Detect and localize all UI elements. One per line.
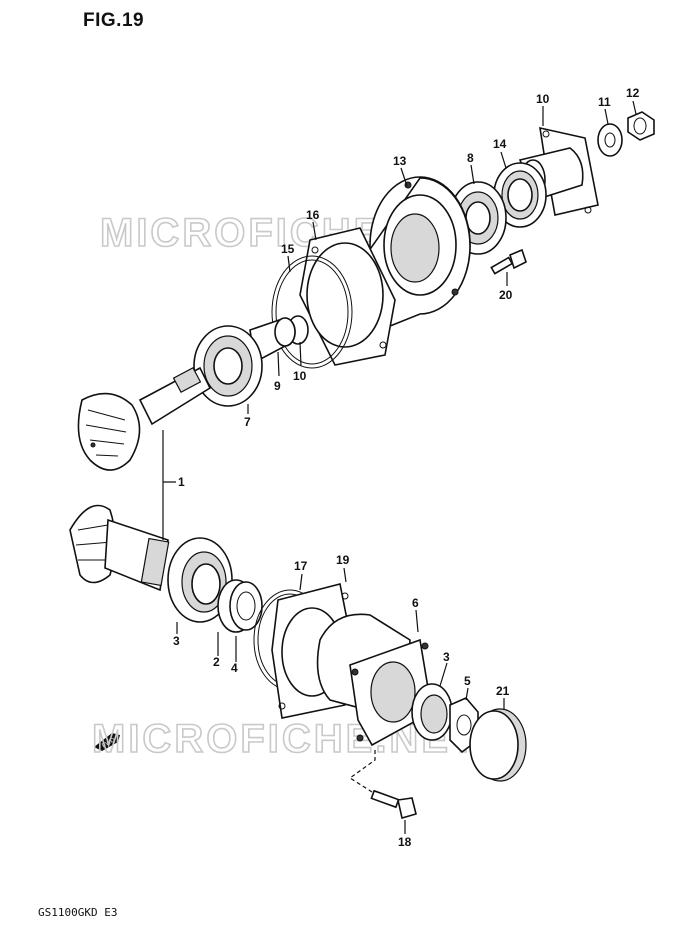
callout-14: 13 [393,154,407,168]
callout-8: 8 [467,151,474,165]
callout-10: 10 [293,369,307,383]
part-16-o-ring [271,255,353,369]
part-1-drive-pinion [77,366,212,471]
callout-3-left: 3 [173,634,180,648]
leader-lines [162,100,637,834]
callout-18: 17 [294,559,308,573]
part-13-nut [627,111,655,141]
callout-19: 18 [398,835,412,849]
callout-15: 14 [493,137,507,151]
part-3-bearing-left [167,537,233,623]
part-15-roller-bearing [493,162,547,228]
part-2-4-spacer [217,579,263,633]
model-code: GS1100GKD E3 [38,906,118,919]
callout-21: 20 [499,288,513,302]
callout-9: 9 [274,379,281,393]
callout-16: 15 [281,242,295,256]
callout-20: 19 [336,553,350,567]
figure-title: FIG.19 [83,10,145,31]
callout-4: 4 [231,661,238,675]
part-21-bolt [490,248,527,275]
callout-6: 6 [412,596,419,610]
callout-17: 16 [306,208,320,222]
callout-7: 7 [244,415,251,429]
callout-22: 21 [496,684,510,698]
callout-11: 10 [536,92,550,106]
part-22-cap [469,708,527,782]
callout-1: 1 [178,475,185,489]
part-3-bearing-right [411,683,453,741]
callout-3-right: 3 [443,650,450,664]
callout-5: 5 [464,674,471,688]
part-19-bolt [370,789,417,820]
part-1-gear-shaft [69,504,170,592]
callout-2: 2 [213,655,220,669]
part-7-bearing [193,325,263,407]
part-9-spacer [249,317,296,364]
forward-arrow-icon: FWD [94,733,120,751]
callout-labels: 10 11 12 14 8 13 16 15 10 9 7 20 1 3 2 4… [173,86,640,849]
part-6-housing [316,613,433,747]
callout-12: 11 [598,95,611,109]
part-12-washer [597,123,623,157]
callout-13: 12 [626,86,640,100]
